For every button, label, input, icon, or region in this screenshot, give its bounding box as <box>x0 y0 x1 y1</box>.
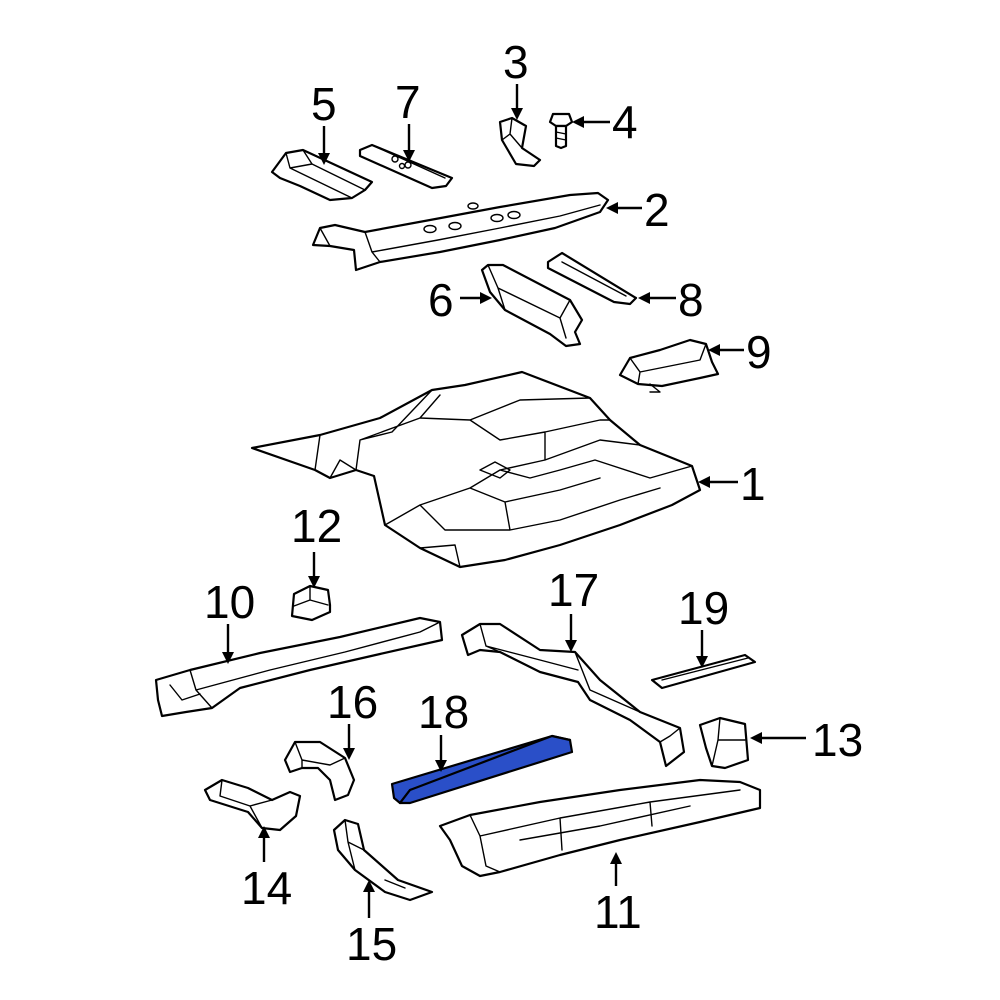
part-17[interactable] <box>460 622 686 768</box>
callout-19: 19 <box>678 582 729 634</box>
callout-16: 16 <box>327 676 378 728</box>
part-14[interactable] <box>203 778 302 832</box>
part-2[interactable] <box>311 191 610 272</box>
part-16[interactable] <box>283 740 356 802</box>
callout-4: 4 <box>612 96 638 148</box>
callout-3: 3 <box>503 36 529 88</box>
callout-12: 12 <box>291 500 342 552</box>
callout-9: 9 <box>746 326 772 378</box>
callout-10: 10 <box>204 576 255 628</box>
callout-8: 8 <box>678 274 704 326</box>
part-7[interactable] <box>358 143 454 190</box>
callout-15: 15 <box>346 918 397 970</box>
callout-6: 6 <box>428 274 454 326</box>
part-11[interactable] <box>438 778 762 878</box>
part-12[interactable] <box>290 584 332 622</box>
callout-14: 14 <box>241 862 292 914</box>
part-8[interactable] <box>546 251 638 306</box>
part-5[interactable] <box>270 148 374 202</box>
part-15[interactable] <box>332 818 434 902</box>
part-18[interactable] <box>390 734 574 805</box>
callout-7: 7 <box>395 76 421 128</box>
part-6[interactable] <box>480 263 584 348</box>
callout-2: 2 <box>644 184 670 236</box>
part-9[interactable] <box>618 338 720 393</box>
part-3[interactable] <box>498 116 542 168</box>
callout-18: 18 <box>418 686 469 738</box>
part-4[interactable] <box>548 112 574 150</box>
callout-13: 13 <box>812 714 863 766</box>
callout-17: 17 <box>548 564 599 616</box>
part-1[interactable] <box>250 370 702 569</box>
callout-11: 11 <box>594 886 642 938</box>
part-13[interactable] <box>698 716 750 770</box>
part-19[interactable] <box>650 653 757 690</box>
callout-1: 1 <box>740 458 766 510</box>
callout-5: 5 <box>311 78 337 130</box>
part-10[interactable] <box>154 616 444 718</box>
